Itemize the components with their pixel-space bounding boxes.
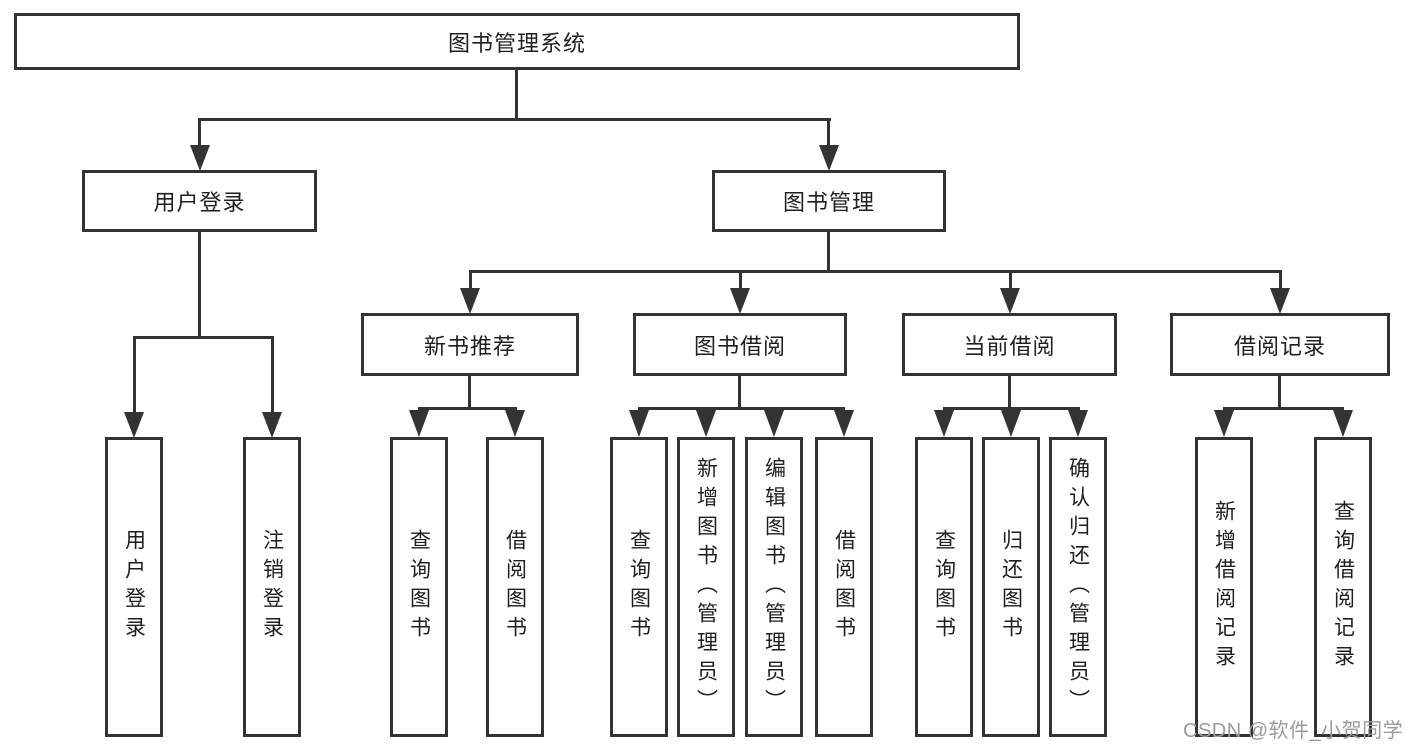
arrow-down-icon xyxy=(1333,410,1353,437)
csdn-watermark: CSDN @软件_小贺同学 xyxy=(1183,720,1404,742)
leaf-query-borrow-record: 查询借阅记录 xyxy=(1314,437,1372,737)
arrow-down-icon xyxy=(190,145,210,171)
connector-stem xyxy=(738,376,741,407)
leaf-query-books-borrow: 查询图书 xyxy=(610,437,668,737)
arrow-down-icon xyxy=(1001,410,1021,437)
arrow-down-icon xyxy=(262,412,282,438)
arrow-down-icon xyxy=(629,410,649,437)
node-borrow-records: 借阅记录 xyxy=(1170,313,1390,376)
leaf-query-books-recommend: 查询图书 xyxy=(390,437,448,737)
arrow-down-icon xyxy=(764,410,784,437)
leaf-user-login: 用户登录 xyxy=(105,437,163,737)
connector-stem xyxy=(198,232,201,336)
node-user-login: 用户登录 xyxy=(82,170,317,232)
leaf-add-book-admin: 新增图书（管理员） xyxy=(677,437,735,737)
arrow-down-icon xyxy=(409,410,429,437)
leaf-add-borrow-record: 新增借阅记录 xyxy=(1195,437,1253,737)
connector-hline xyxy=(133,336,273,339)
leaf-edit-book-admin: 编辑图书（管理员） xyxy=(745,437,803,737)
connector-hline xyxy=(943,407,1080,410)
connector-stub xyxy=(1279,270,1282,290)
arrow-down-icon xyxy=(730,288,750,314)
arrow-down-icon xyxy=(834,410,854,437)
node-book-borrow: 图书借阅 xyxy=(633,313,847,376)
connector-stub xyxy=(469,270,472,290)
leaf-borrow-books: 借阅图书 xyxy=(815,437,873,737)
connector-stub xyxy=(133,336,136,414)
connector-stub xyxy=(827,118,830,147)
arrow-down-icon xyxy=(460,288,480,314)
arrow-down-icon xyxy=(1214,410,1234,437)
leaf-borrow-books-recommend: 借阅图书 xyxy=(486,437,544,737)
arrow-down-icon xyxy=(819,145,839,171)
leaf-return-book: 归还图书 xyxy=(982,437,1040,737)
arrow-down-icon xyxy=(1000,288,1020,314)
connector-stem xyxy=(1278,376,1281,407)
connector-stub xyxy=(271,336,274,414)
arrow-down-icon xyxy=(505,410,525,437)
connector-hline xyxy=(1223,407,1344,410)
arrow-down-icon xyxy=(1270,288,1290,314)
connector-stub xyxy=(198,118,201,147)
node-new-book-recommend: 新书推荐 xyxy=(361,313,579,376)
node-current-borrow: 当前借阅 xyxy=(902,313,1117,376)
connector-stem xyxy=(1008,376,1011,407)
arrow-down-icon xyxy=(934,410,954,437)
connector-stem xyxy=(827,232,830,270)
connector-hline xyxy=(469,270,1281,273)
node-book-management: 图书管理 xyxy=(712,170,946,232)
connector-stub xyxy=(739,270,742,290)
connector-stem xyxy=(468,376,471,407)
connector-stub xyxy=(1009,270,1012,290)
connector-hline xyxy=(418,407,517,410)
arrow-down-icon xyxy=(696,410,716,437)
connector-root-stem xyxy=(515,70,518,118)
node-root-system: 图书管理系统 xyxy=(14,13,1020,70)
leaf-logout: 注销登录 xyxy=(243,437,301,737)
connector-root-hline xyxy=(198,118,831,121)
arrow-down-icon xyxy=(124,412,144,438)
leaf-confirm-return-admin: 确认归还（管理员） xyxy=(1049,437,1107,737)
connector-hline xyxy=(638,407,845,410)
arrow-down-icon xyxy=(1068,410,1088,437)
leaf-query-books-current: 查询图书 xyxy=(915,437,973,737)
